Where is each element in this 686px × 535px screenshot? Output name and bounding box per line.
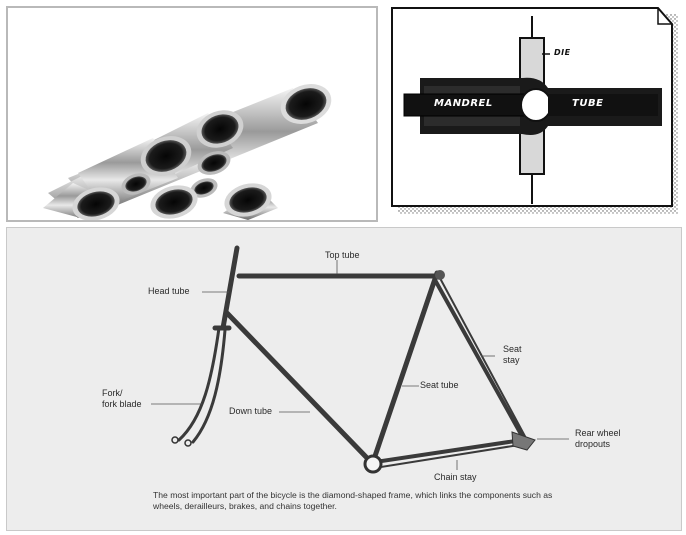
label-down-tube: Down tube: [229, 406, 273, 416]
tube-front-left: [43, 183, 120, 220]
label-head-tube: Head tube: [148, 286, 190, 296]
mandrel-head: [520, 88, 552, 122]
seat-tube: [370, 270, 440, 465]
steel-tubes-photo: [6, 6, 378, 222]
seat-cluster: [435, 270, 445, 280]
label-chain-stay: Chain stay: [434, 472, 477, 482]
down-tube: [224, 310, 372, 463]
steel-tubes-illustration: [43, 84, 332, 220]
label-top-tube: Top tube: [325, 250, 360, 260]
mandrel-label: MANDREL: [434, 98, 493, 109]
tube-front-right: [223, 183, 278, 220]
label-seat-tube: Seat tube: [420, 380, 459, 390]
fork-blade-right: [191, 328, 227, 444]
fork-blade-left: [177, 326, 221, 442]
die-mandrel-drawing: [391, 7, 678, 214]
tube-small: [121, 151, 231, 198]
label-rear-dropouts: Rear wheel dropouts: [575, 428, 621, 449]
frame-caption: The most important part of the bicycle i…: [153, 490, 553, 511]
tube-label: TUBE: [572, 98, 604, 109]
die-mandrel-diagram: DIE MANDREL TUBE: [390, 6, 680, 216]
label-fork: Fork/ fork blade: [102, 388, 142, 409]
rear-dropout: [511, 431, 536, 451]
tube-front-center: [150, 185, 198, 219]
label-seat-stay: Seat stay: [503, 344, 522, 365]
bicycle-frame-diagram: Top tube Head tube Seat stay Seat tube F…: [6, 227, 682, 531]
die-label: DIE: [554, 48, 571, 57]
bottom-bracket: [363, 454, 383, 474]
chain-stay: [373, 438, 524, 464]
seat-stay: [433, 278, 524, 438]
bicycle-frame-drawing: [151, 245, 569, 474]
